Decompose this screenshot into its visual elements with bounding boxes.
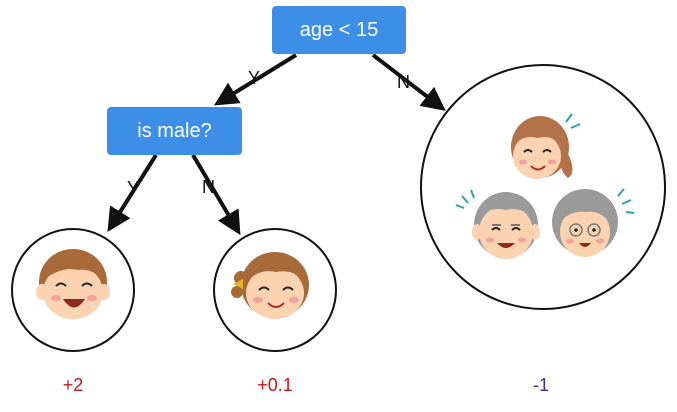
adults-faces-icon [455,113,635,259]
edge-label-root-no: N [397,72,410,92]
grandmother-face-icon [552,188,635,257]
edge-root-no [371,53,446,111]
leaf-circle-adults [420,64,666,310]
edge-label-child-no: N [202,177,215,197]
child-node: is male? [107,107,242,155]
root-node-label: age < 15 [299,18,379,41]
boy-face-icon [36,249,110,319]
leaf-score-boy: +2 [62,375,84,395]
leaf-score-adults: -1 [532,375,549,395]
edge-label-child-yes: Y [127,178,140,198]
edge-child-no [191,153,241,236]
leaf-score-girl: +0.1 [257,375,293,395]
child-node-label: is male? [137,119,212,142]
girl-face-icon [231,252,309,319]
edge-root-yes [213,53,298,106]
woman-face-icon [511,113,581,179]
edge-label-root-yes: Y [248,68,261,88]
edge-child-yes [107,153,158,233]
grandfather-face-icon [455,189,540,259]
root-node: age < 15 [272,6,406,54]
